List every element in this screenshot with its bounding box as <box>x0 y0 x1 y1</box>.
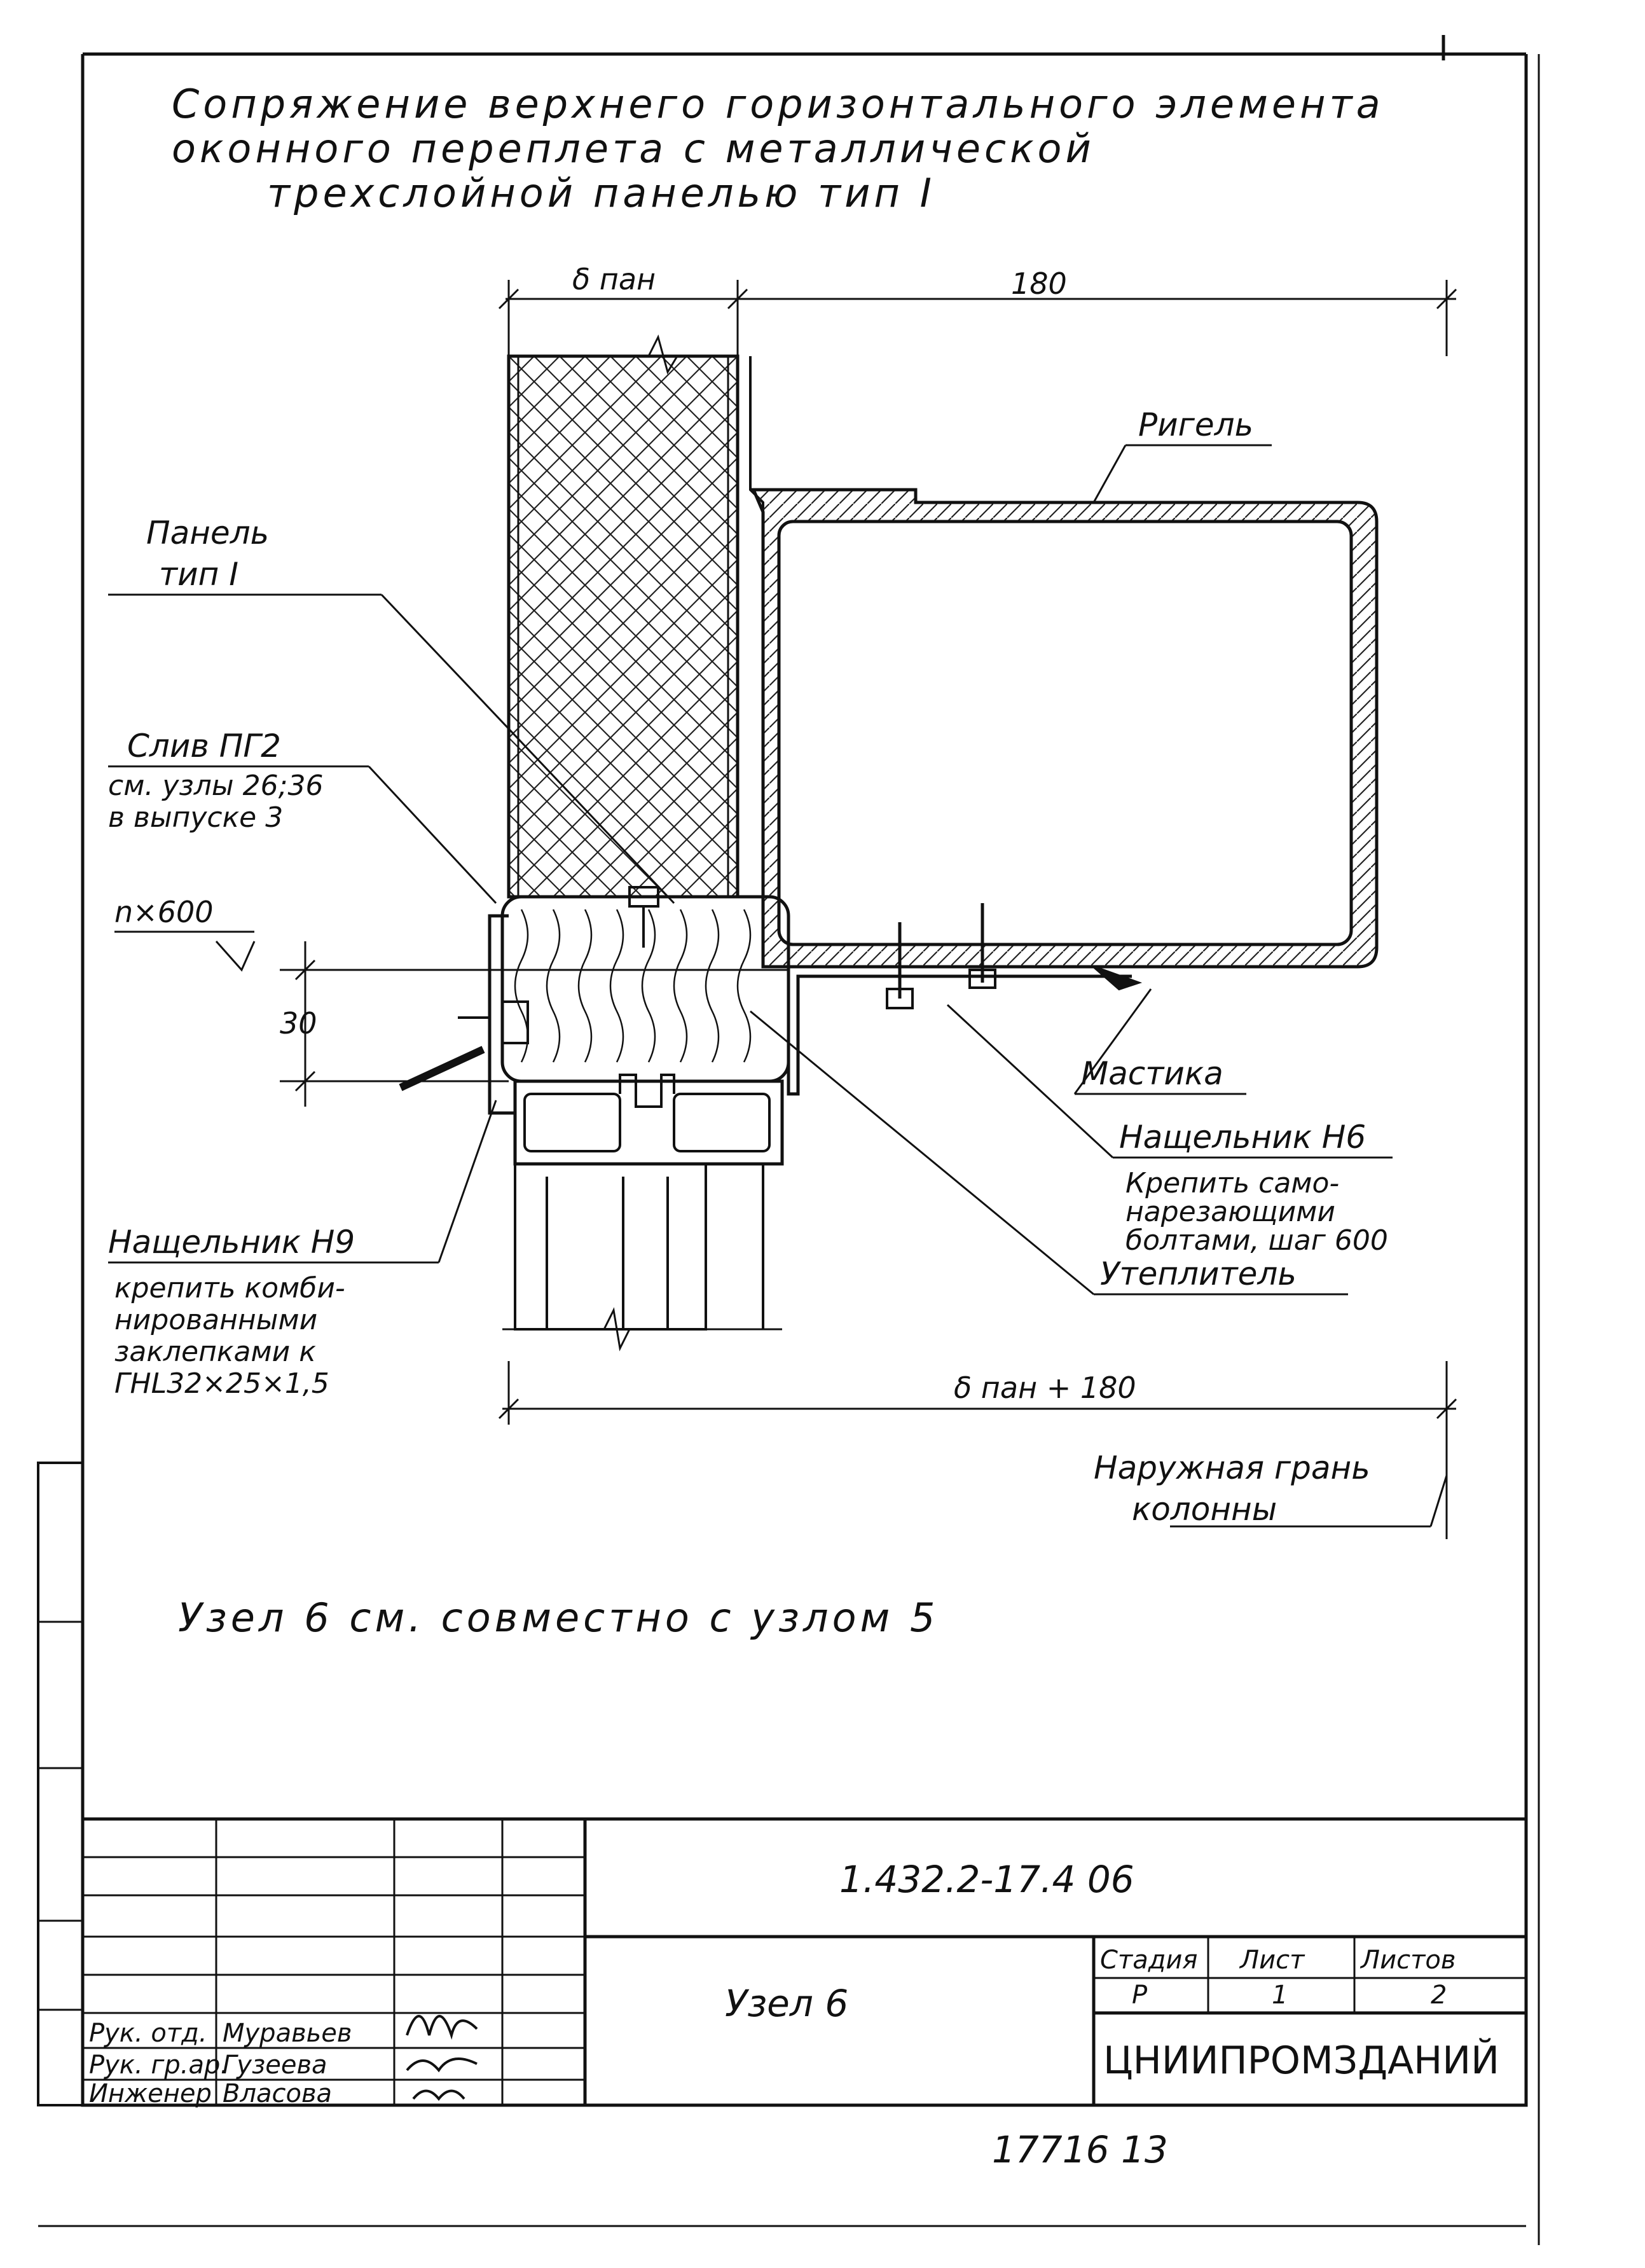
label-sliv-3: в выпуске 3 <box>108 801 283 834</box>
title-block <box>81 1817 1528 2107</box>
label-sliv-1: Слив ПГ2 <box>127 728 281 764</box>
title-line-1: Сопряжение верхнего горизонтального элем… <box>172 81 1384 127</box>
title-line-2: оконного переплета с металлической <box>172 125 1095 172</box>
label-h9-note-2: нированными <box>114 1304 317 1336</box>
label-h6-note-2: нарезающими <box>1125 1196 1335 1228</box>
tb-name-2: Гузеева <box>223 2050 327 2080</box>
label-sliv-2: см. узлы 26;36 <box>108 770 323 802</box>
signatures <box>406 2015 478 2101</box>
label-nashchelnik-h6: Нащельник Н6 <box>1119 1119 1366 1156</box>
label-h6-note-1: Крепить само- <box>1125 1167 1339 1200</box>
dim-panel-thickness: δ пан <box>572 262 656 296</box>
dim-total-width: δ пан + 180 <box>954 1371 1136 1405</box>
leader-lines <box>108 444 1448 1528</box>
label-h9-note-3: заклепками к <box>114 1336 316 1368</box>
sheets-header: Листов <box>1359 1946 1456 1975</box>
sheet-header: Лист <box>1239 1946 1305 1975</box>
organization: ЦНИИПРОМЗДАНИЙ <box>1103 2037 1499 2083</box>
sheet-name: Узел 6 <box>725 1982 848 2025</box>
label-insulation: Утеплитель <box>1100 1255 1297 1292</box>
tb-role-1: Рук. отд. <box>89 2019 207 2048</box>
label-column-2: колонны <box>1132 1491 1277 1528</box>
dim-step: n×600 <box>114 895 214 929</box>
sheet-value: 1 <box>1272 1981 1288 2010</box>
label-nashchelnik-h9: Нащельник Н9 <box>108 1224 355 1261</box>
lower-assembly <box>399 886 1143 1352</box>
top-dimension <box>498 280 1457 356</box>
label-h6-note-3: болтами, шаг 600 <box>1125 1224 1388 1257</box>
sheets-value: 2 <box>1431 1981 1447 2010</box>
left-dimension <box>114 930 788 1107</box>
three-layer-panel <box>507 334 764 941</box>
rigel-tube <box>751 488 1379 969</box>
label-h9-note-1: крепить комби- <box>114 1272 345 1304</box>
label-column-1: Наружная грань <box>1094 1449 1370 1486</box>
footer-number: 17716 13 <box>992 2128 1168 2171</box>
label-h9-note-4: ГНL32×25×1,5 <box>114 1367 329 1400</box>
label-panel-1: Панель <box>146 515 269 551</box>
title-line-3: трехслойной панелью тип I <box>267 170 935 216</box>
dim-rigel-width: 180 <box>1011 266 1067 301</box>
dim-gap: 30 <box>280 1006 317 1041</box>
doc-code: 1.432.2-17.4 06 <box>839 1858 1134 1901</box>
label-rigel: Ригель <box>1138 406 1253 443</box>
label-panel-2: тип I <box>159 556 238 593</box>
tb-name-3: Власова <box>223 2079 332 2108</box>
drawing-note: Узел 6 см. совместно с узлом 5 <box>178 1594 939 1641</box>
stage-value: Р <box>1132 1981 1148 2010</box>
sheet-frame <box>37 35 1540 2245</box>
tb-name-1: Муравьев <box>223 2019 352 2048</box>
drawing-title: Сопряжение верхнего горизонтального элем… <box>172 81 1384 216</box>
stage-header: Стадия <box>1100 1946 1197 1975</box>
tb-role-3: Инженер <box>89 2079 212 2108</box>
tb-role-2: Рук. гр.ар. <box>89 2050 228 2080</box>
bottom-dimension <box>498 1361 1457 1539</box>
label-mastic: Мастика <box>1081 1055 1223 1092</box>
